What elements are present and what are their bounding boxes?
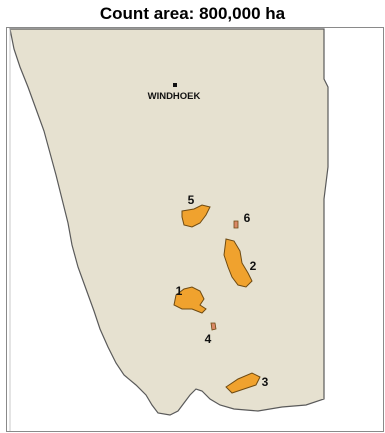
capital-label: WINDHOEK xyxy=(148,91,201,102)
area-2 xyxy=(223,238,253,288)
area-label-2: 2 xyxy=(250,259,257,273)
area-3 xyxy=(225,372,261,394)
capital-marker-icon xyxy=(173,83,177,87)
area-1 xyxy=(173,286,207,314)
area-label-4: 4 xyxy=(205,332,212,346)
map-canvas: WINDHOEK 5 6 2 1 4 3 xyxy=(6,27,384,432)
area-label-1: 1 xyxy=(176,284,183,298)
area-6 xyxy=(233,220,239,229)
area-5 xyxy=(181,204,211,228)
land-region xyxy=(9,28,329,416)
area-label-5: 5 xyxy=(188,193,195,207)
area-label-3: 3 xyxy=(262,375,269,389)
area-4 xyxy=(210,322,217,331)
map-title: Count area: 800,000 ha xyxy=(99,4,286,23)
map-frame: WINDHOEK 5 6 2 1 4 3 xyxy=(6,27,384,432)
area-label-6: 6 xyxy=(244,211,251,225)
